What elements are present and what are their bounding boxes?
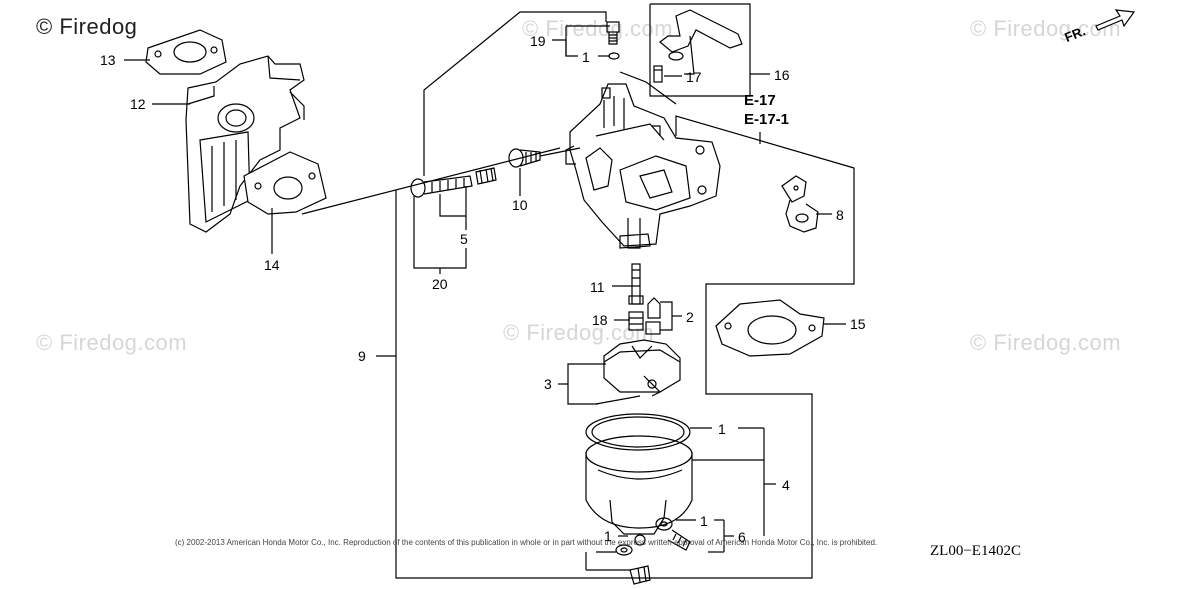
main-jet-18-drawing <box>628 311 644 331</box>
main-nozzle-11-drawing <box>628 263 644 305</box>
callout-19: 19 <box>530 33 546 49</box>
callout-1-bolt: 1 <box>700 513 708 529</box>
callout-1-washer: 1 <box>604 528 612 544</box>
direction-arrow-icon <box>1095 9 1136 31</box>
gasket-13-drawing <box>145 29 227 75</box>
pin-17-drawing <box>653 65 663 83</box>
stop-screw-5-drawing <box>410 167 497 198</box>
callout-12: 12 <box>130 96 146 112</box>
watermark-logo: © Firedog <box>36 14 138 39</box>
watermark-top-right: © Firedog.com <box>970 16 1122 41</box>
callout-15: 15 <box>850 316 866 332</box>
callout-3: 3 <box>544 376 552 392</box>
fuel-lever-8-drawing <box>781 175 819 233</box>
screw-19-drawing <box>606 21 620 60</box>
callout-11: 11 <box>590 279 605 295</box>
choke-lever-16-drawing <box>659 9 743 75</box>
callout-4: 4 <box>782 477 790 493</box>
float-chamber-4-drawing <box>585 413 693 546</box>
copyright-notice: (c) 2002-2013 American Honda Motor Co., … <box>175 538 878 547</box>
callout-16: 16 <box>774 67 790 83</box>
insulator-12-drawing <box>185 55 305 233</box>
carburetor-body-drawing <box>565 83 721 249</box>
pilot-screw-10-drawing <box>508 148 541 168</box>
diagram-code: ZL00−E1402C <box>930 543 1021 559</box>
callout-1-top: 1 <box>582 49 590 65</box>
float-3-drawing <box>595 339 681 405</box>
watermark-mid-right: © Firedog.com <box>970 330 1122 355</box>
leader-lines <box>124 3 855 579</box>
reference-e17-1[interactable]: E-17-1 <box>744 111 790 128</box>
watermark-mid-left: © Firedog.com <box>36 330 188 355</box>
callout-18: 18 <box>592 312 608 328</box>
drain-bolt-drawing <box>615 517 691 585</box>
callout-6: 6 <box>738 529 746 545</box>
gasket-14-drawing <box>243 151 327 215</box>
callout-13: 13 <box>100 52 116 68</box>
gasket-15-drawing <box>715 299 825 357</box>
callout-14: 14 <box>264 257 280 273</box>
callout-10: 10 <box>512 197 528 213</box>
callout-1-chamber: 1 <box>718 421 726 437</box>
callout-17: 17 <box>686 69 702 85</box>
callout-8: 8 <box>836 207 844 223</box>
callout-20: 20 <box>432 276 448 292</box>
reference-e17[interactable]: E-17 <box>744 92 776 109</box>
float-valve-2-drawing <box>645 297 661 335</box>
callout-9: 9 <box>358 348 366 364</box>
callout-5: 5 <box>460 231 468 247</box>
callout-2: 2 <box>686 309 694 325</box>
watermark-top-center: © Firedog.com <box>522 16 674 41</box>
